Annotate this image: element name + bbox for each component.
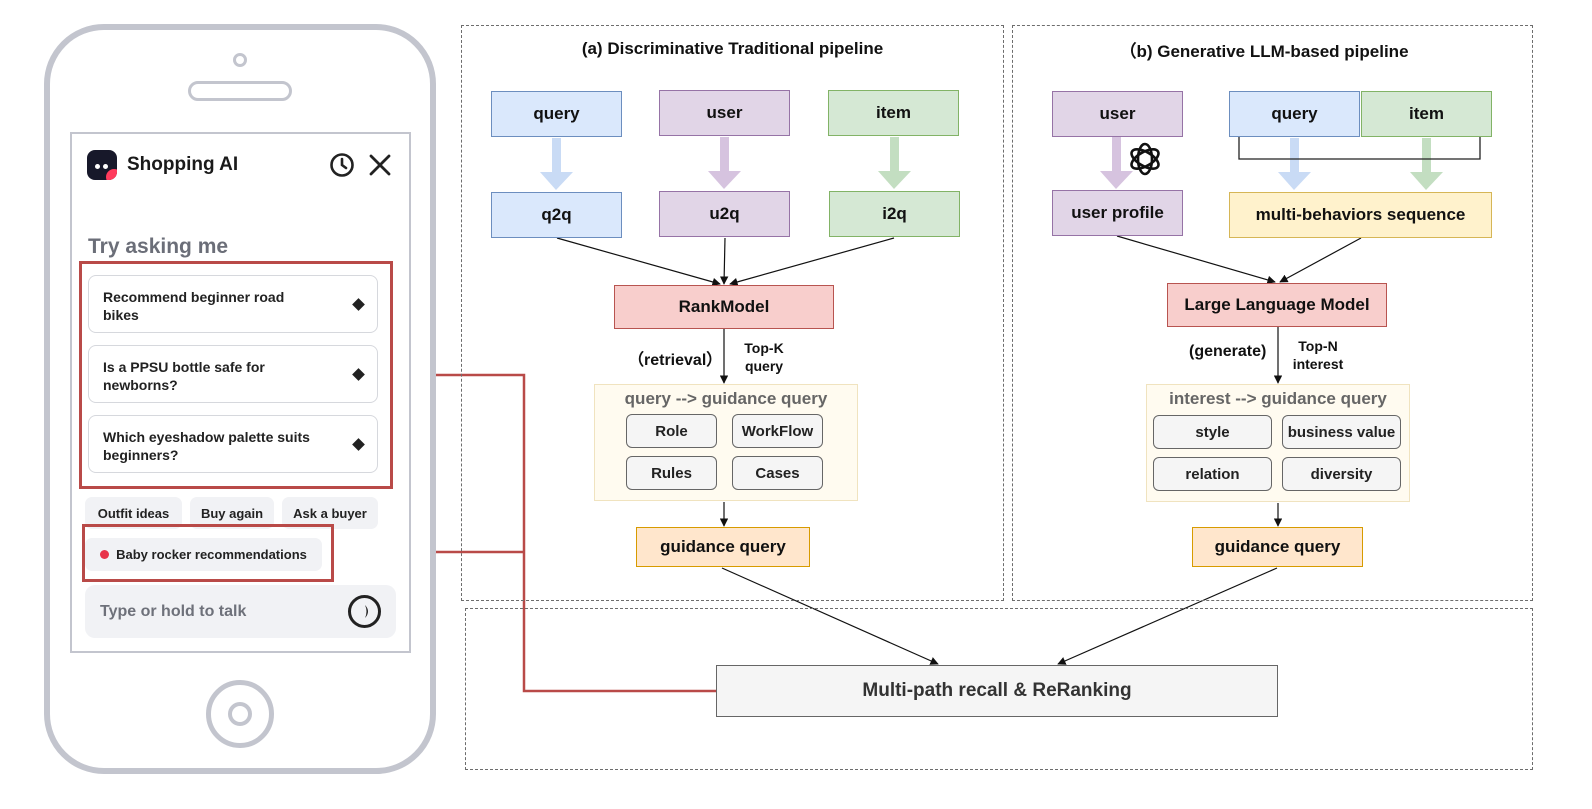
fat-arrow-item-i2q <box>878 137 911 189</box>
query-node-b: query <box>1229 91 1360 137</box>
chat-input[interactable]: Type or hold to talk <box>85 585 396 638</box>
home-button[interactable] <box>206 680 274 748</box>
fat-arrow-user-u2q <box>708 137 741 189</box>
generate-label: (generate) <box>1189 343 1267 360</box>
prompt-title-a: query --> guidance query <box>624 389 828 408</box>
retrieval-label: （retrieval） <box>628 352 723 369</box>
q2q-node: q2q <box>491 192 622 238</box>
prompt-item-rules: Rules <box>626 456 717 490</box>
send-diamond-icon <box>352 298 365 311</box>
suggestion-line: bikes <box>103 307 139 323</box>
suggestion-card[interactable]: Recommend beginner road bikes <box>88 275 378 333</box>
edge-profile-llm <box>1116 235 1276 284</box>
guidance-query-b: guidance query <box>1192 527 1363 567</box>
query-item-bracket <box>1238 137 1481 160</box>
user-profile-node: user profile <box>1052 190 1183 236</box>
send-diamond-icon <box>352 368 365 381</box>
i2q-node: i2q <box>829 191 960 237</box>
prompt-title-b: interest --> guidance query <box>1169 389 1387 408</box>
close-icon[interactable] <box>368 153 392 177</box>
suggestion-card[interactable]: Which eyeshadow palette suits beginners? <box>88 415 378 473</box>
chip-outfit-ideas[interactable]: Outfit ideas <box>85 497 182 529</box>
topn-line-1: Top-N <box>1298 338 1338 354</box>
chip-highlight-frame <box>82 524 334 582</box>
fat-arrow-user-profile <box>1100 137 1133 189</box>
phone-camera <box>233 53 247 67</box>
app-logo-icon <box>87 150 117 180</box>
edge-guidance-b-merge <box>1057 567 1278 665</box>
panel-b-title: （b) Generative LLM-based pipeline <box>1119 42 1409 61</box>
suggestion-line: beginners? <box>103 447 179 463</box>
multi-path-recall-reranking-node: Multi-path recall & ReRanking <box>716 665 1278 717</box>
suggestion-line: Which eyeshadow palette suits <box>103 429 310 445</box>
merge-frame <box>465 608 1533 770</box>
edge-u2q-rankmodel <box>719 237 729 285</box>
multi-behaviors-sequence-node: multi-behaviors sequence <box>1229 192 1492 238</box>
voice-icon[interactable] <box>348 595 381 628</box>
chip-buy-again[interactable]: Buy again <box>190 497 274 529</box>
panel-a-frame <box>461 25 1004 601</box>
clock-icon[interactable] <box>329 152 355 178</box>
panel-a-title: (a) Discriminative Traditional pipeline <box>581 39 884 58</box>
send-diamond-icon <box>352 438 365 451</box>
try-heading: Try asking me <box>88 235 229 258</box>
prompt-item-style: style <box>1153 415 1272 449</box>
topn-line-2: interest <box>1292 356 1344 372</box>
topk-line-2: query <box>744 358 784 374</box>
prompt-item-diversity: diversity <box>1282 457 1401 491</box>
prompt-item-workflow: WorkFlow <box>732 414 823 448</box>
item-node-a: item <box>828 90 959 136</box>
prompt-item-business-value: business value <box>1282 415 1401 449</box>
edge-i2q-rankmodel <box>729 237 895 287</box>
u2q-node: u2q <box>659 191 790 237</box>
llm-node: Large Language Model <box>1167 283 1387 327</box>
topk-label: Top-K query <box>736 339 792 375</box>
red-route-merge-to-suggestions <box>392 367 716 693</box>
suggestions-highlight-frame <box>79 261 393 489</box>
home-button-inner <box>228 702 252 726</box>
suggestion-line: Recommend beginner road <box>103 289 285 305</box>
fat-arrow-item-sequence <box>1410 138 1443 190</box>
fat-arrow-query-q2q <box>540 138 573 190</box>
query-node-a: query <box>491 91 622 137</box>
suggestion-line: newborns? <box>103 377 178 393</box>
topn-label: Top-N interest <box>1287 337 1349 373</box>
suggestion-card[interactable]: Is a PPSU bottle safe for newborns? <box>88 345 378 403</box>
edge-q2q-rankmodel <box>556 237 721 286</box>
user-node-a: user <box>659 90 790 136</box>
user-node-b: user <box>1052 91 1183 137</box>
phone-speaker <box>188 81 292 101</box>
guidance-query-a: guidance query <box>636 527 810 567</box>
chip-baby-rocker-label: Baby rocker recommendations <box>116 547 307 562</box>
fat-arrow-query-sequence <box>1278 138 1311 190</box>
prompt-item-relation: relation <box>1153 457 1272 491</box>
rankmodel-node: RankModel <box>614 285 834 329</box>
topk-line-1: Top-K <box>744 340 784 356</box>
panel-b-frame <box>1012 25 1533 601</box>
edge-guidance-a-merge <box>721 567 939 665</box>
app-title: Shopping AI <box>127 154 239 175</box>
prompt-item-role: Role <box>626 414 717 448</box>
openai-logo-icon <box>1130 142 1160 176</box>
red-dot-icon <box>100 550 110 559</box>
suggestion-line: Is a PPSU bottle safe for <box>103 359 265 375</box>
edge-sequence-llm <box>1279 237 1362 283</box>
chip-ask-a-buyer[interactable]: Ask a buyer <box>282 497 378 529</box>
item-node-b: item <box>1361 91 1492 137</box>
prompt-item-cases: Cases <box>732 456 823 490</box>
input-placeholder: Type or hold to talk <box>100 603 247 620</box>
chip-baby-rocker[interactable]: Baby rocker recommendations <box>85 538 322 571</box>
